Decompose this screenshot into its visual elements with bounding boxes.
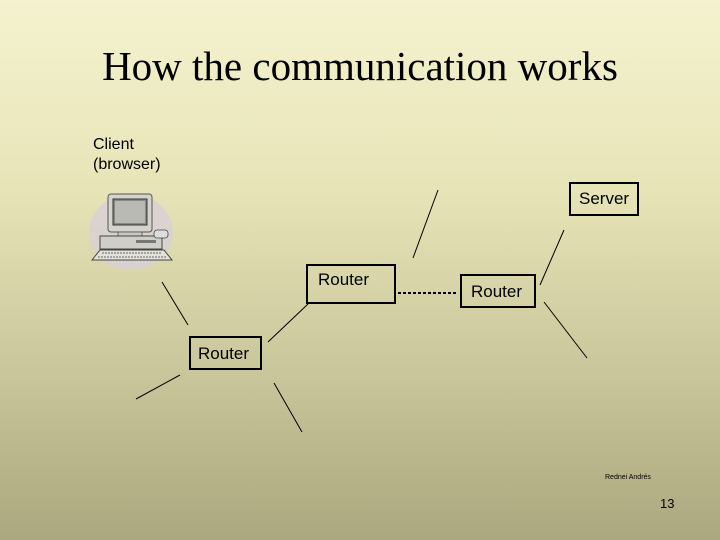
- link-router-c-down: [273, 382, 303, 433]
- slide-title: How the communication works: [102, 43, 618, 89]
- footer-author: Rednei Andrés: [605, 474, 651, 481]
- link-router-a-up: [412, 189, 439, 259]
- page-number: 13: [660, 496, 675, 511]
- router-node-a: Router: [306, 264, 396, 304]
- desktop-computer-icon: [89, 193, 174, 270]
- client-label-line2: (browser): [93, 156, 161, 173]
- router-node-c: Router: [189, 336, 262, 370]
- client-label: Client (browser): [93, 135, 161, 175]
- link-router-c-up: [267, 303, 309, 343]
- server-node: Server: [569, 182, 639, 216]
- link-router-b-right: [543, 301, 588, 359]
- link-server-down: [539, 229, 565, 286]
- client-label-line1: Client: [93, 136, 134, 153]
- link-client-router: [161, 281, 189, 326]
- router-node-b: Router: [460, 274, 536, 308]
- link-router-c-left: [135, 374, 181, 400]
